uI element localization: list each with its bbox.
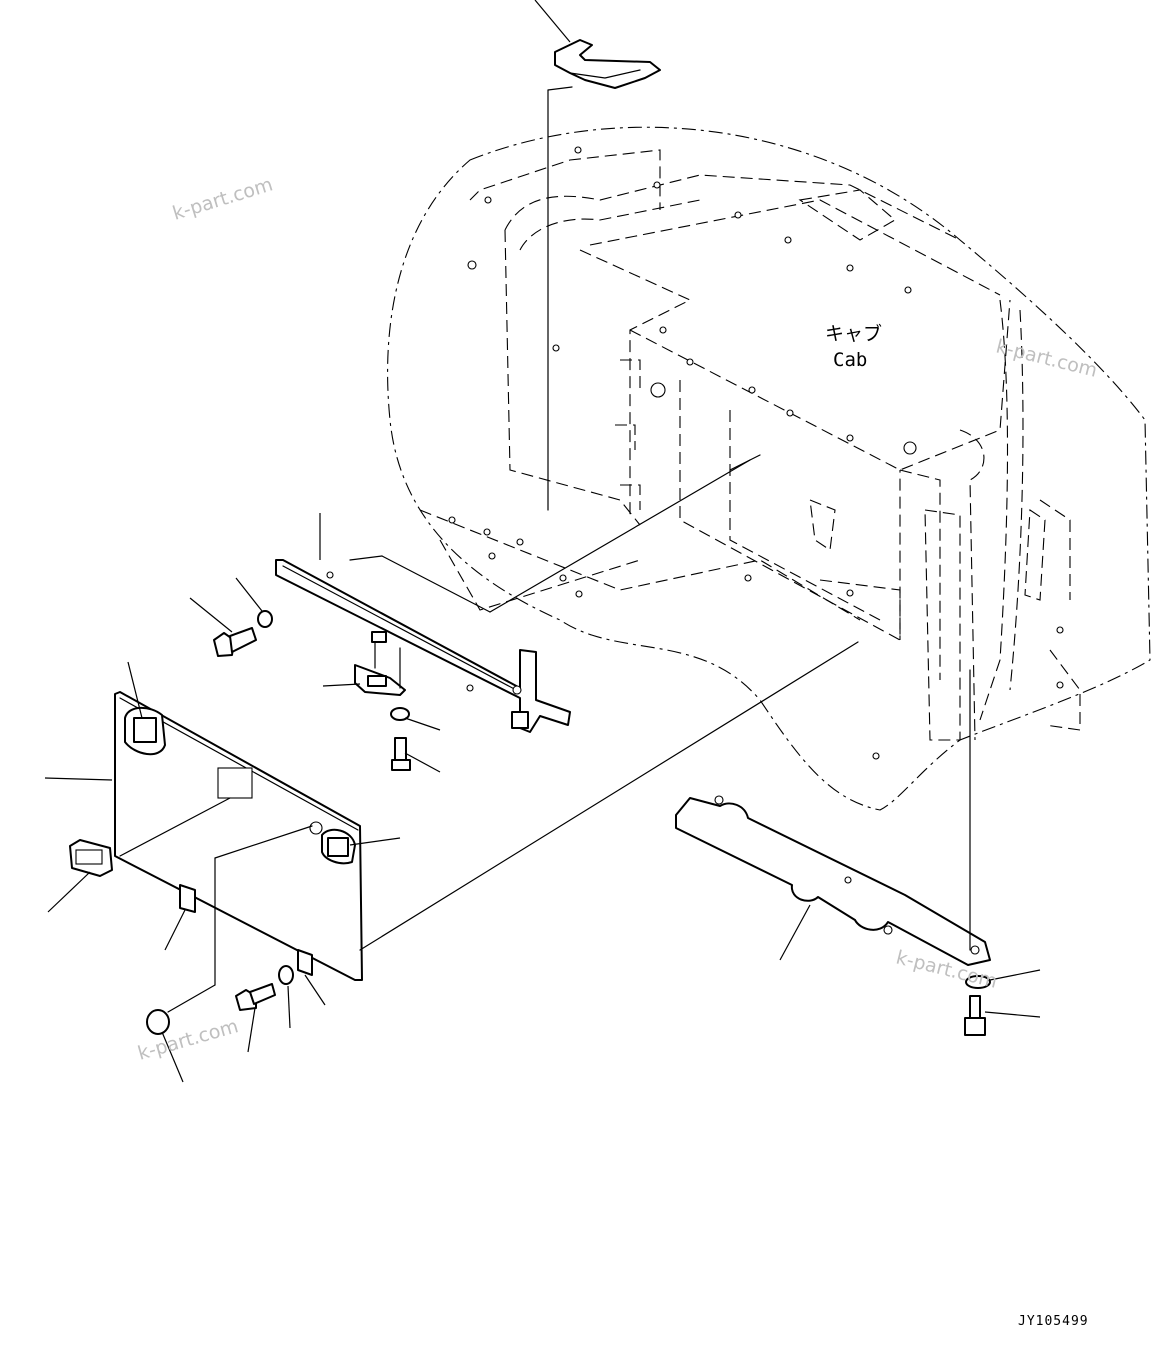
bolt-mid <box>391 737 441 773</box>
washer-mid <box>390 707 441 731</box>
floor-plate <box>675 795 991 966</box>
watermark: k-part.com <box>994 336 1100 382</box>
drawing-code: JY105499 <box>1018 1314 1089 1329</box>
washer-upper-left <box>235 577 273 628</box>
cab-outline <box>387 126 1151 811</box>
clip-bracket <box>322 631 406 696</box>
cab-holes <box>448 146 1064 760</box>
rubber-grip <box>47 839 113 913</box>
bolt-lower <box>235 983 276 1053</box>
rubber-cap <box>146 1009 184 1083</box>
hook-bracket <box>534 0 661 89</box>
bolt-upper-left <box>189 597 257 657</box>
cab-label-jp: キャブ <box>825 322 882 345</box>
bolt-right <box>964 995 1041 1036</box>
angle-bracket <box>275 513 571 733</box>
cover-panel <box>44 661 401 1006</box>
cab-label-en: Cab <box>833 349 867 371</box>
washer-right <box>965 969 1041 989</box>
watermark: k-part.com <box>170 173 275 224</box>
washer-lower <box>278 965 294 1029</box>
